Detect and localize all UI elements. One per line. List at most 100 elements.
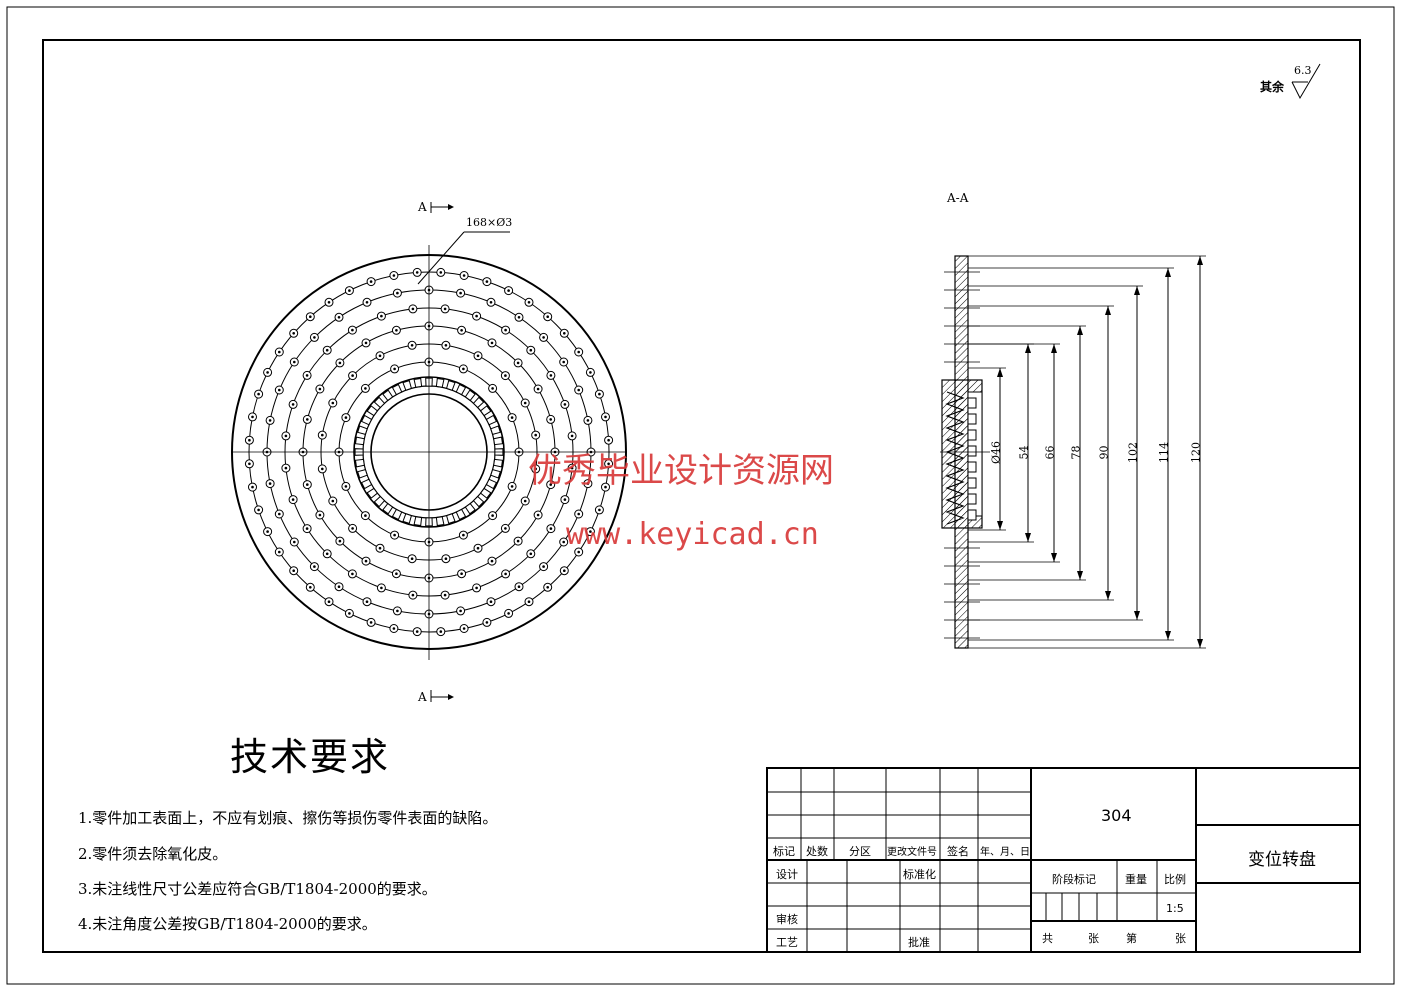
dim-arrow bbox=[997, 521, 1003, 530]
hub-tooth bbox=[373, 396, 386, 409]
label-standardize: 标准化 bbox=[903, 868, 936, 881]
hub-tooth bbox=[479, 487, 492, 499]
hole-center bbox=[570, 466, 574, 470]
hole-center bbox=[278, 350, 281, 354]
dimension-label: 78 bbox=[1069, 445, 1083, 460]
hole-center bbox=[490, 559, 494, 563]
hub-tooth bbox=[485, 478, 498, 490]
header-date: 年、月、日 bbox=[980, 847, 1030, 858]
hole-center bbox=[577, 350, 580, 354]
hole-center bbox=[563, 332, 566, 335]
dim-arrow bbox=[1134, 286, 1140, 295]
hub-tooth bbox=[490, 468, 501, 479]
hole-leader bbox=[417, 231, 510, 285]
dimension-label: Ø46 bbox=[989, 441, 1003, 465]
hole-center bbox=[529, 348, 533, 352]
hole-center bbox=[291, 498, 295, 501]
label-review: 审核 bbox=[776, 913, 798, 926]
hub-tooth bbox=[413, 377, 423, 388]
hole-center bbox=[549, 374, 553, 377]
part-name: 变位转盘 bbox=[1248, 850, 1316, 870]
hole-center bbox=[292, 332, 296, 335]
hub-tooth bbox=[435, 377, 445, 388]
hole-center bbox=[529, 552, 533, 556]
hole-center bbox=[476, 354, 480, 358]
watermark-title: 优秀毕业设计资源网 bbox=[528, 451, 834, 491]
hole-center bbox=[351, 328, 354, 332]
hole-center bbox=[393, 533, 396, 537]
dimension-label: 114 bbox=[1157, 442, 1171, 463]
inner-frame bbox=[42, 39, 1361, 953]
watermark-url: www.keyicad.cn bbox=[566, 517, 819, 552]
hole-center bbox=[278, 512, 281, 516]
hole-center bbox=[542, 565, 545, 568]
hole-center bbox=[586, 482, 590, 485]
hole-center bbox=[504, 328, 507, 332]
hub-tooth bbox=[464, 502, 476, 515]
tech-req-item-2: 2.零件须去除氧化皮。 bbox=[78, 845, 228, 863]
section-label-bottom: A bbox=[418, 690, 427, 704]
hub-tooth bbox=[402, 380, 413, 391]
hole-center bbox=[396, 609, 399, 613]
section-zigzag bbox=[945, 391, 965, 525]
hole-center bbox=[444, 344, 448, 347]
hole-center bbox=[348, 289, 351, 292]
hole-center bbox=[318, 387, 322, 391]
hole-center bbox=[517, 585, 521, 588]
hole-center bbox=[490, 341, 494, 345]
hole-center bbox=[534, 433, 537, 437]
dim-arrow bbox=[1165, 268, 1171, 277]
hub-tooth bbox=[391, 508, 403, 521]
hole-center bbox=[598, 392, 601, 396]
hole-center bbox=[291, 403, 295, 406]
hub-tooth bbox=[354, 436, 365, 446]
hole-center bbox=[586, 419, 590, 422]
hole-center bbox=[327, 301, 331, 304]
hole-center bbox=[392, 627, 396, 630]
hole-center bbox=[321, 467, 324, 471]
section-label-top: A bbox=[418, 200, 427, 214]
hole-center bbox=[364, 559, 368, 563]
hole-center bbox=[293, 360, 296, 364]
hole-center bbox=[516, 539, 520, 543]
hub-tooth bbox=[493, 436, 504, 446]
dim-arrow bbox=[1051, 553, 1057, 562]
drawing-number: 304 bbox=[1101, 806, 1132, 825]
hole-center bbox=[337, 316, 341, 319]
section-slot bbox=[967, 397, 977, 409]
hole-center bbox=[460, 329, 463, 332]
dimension-label: 120 bbox=[1189, 442, 1203, 463]
section-slot bbox=[967, 477, 977, 489]
hole-center bbox=[570, 434, 574, 438]
section-dimensions bbox=[968, 255, 1206, 649]
hole-center bbox=[507, 612, 510, 615]
hole-center bbox=[369, 280, 373, 283]
dim-arrow bbox=[1197, 256, 1203, 265]
hole-center bbox=[577, 512, 580, 516]
hole-center bbox=[563, 403, 567, 406]
hole-center bbox=[489, 600, 493, 603]
header-signature: 签名 bbox=[947, 845, 969, 858]
hole-center bbox=[278, 550, 281, 554]
hole-center bbox=[351, 572, 354, 576]
hole-center bbox=[527, 301, 531, 304]
hub-tooth bbox=[413, 516, 423, 527]
hole-center bbox=[475, 586, 478, 590]
section-slot bbox=[967, 445, 977, 457]
hole-center bbox=[325, 348, 329, 352]
dim-arrow bbox=[1105, 591, 1111, 600]
hole-center bbox=[462, 367, 465, 371]
hole-center bbox=[549, 483, 552, 486]
hole-center bbox=[504, 527, 507, 530]
hole-center bbox=[365, 301, 369, 304]
hole-center bbox=[344, 485, 348, 488]
section-marker-bottom bbox=[430, 690, 454, 702]
hole-center bbox=[306, 483, 309, 486]
hole-center bbox=[563, 569, 566, 572]
tech-req-title: 技术要求 bbox=[230, 735, 391, 779]
hole-center bbox=[542, 336, 545, 339]
hole-center bbox=[510, 416, 514, 419]
hole-center bbox=[598, 508, 601, 512]
hole-center bbox=[306, 418, 309, 421]
